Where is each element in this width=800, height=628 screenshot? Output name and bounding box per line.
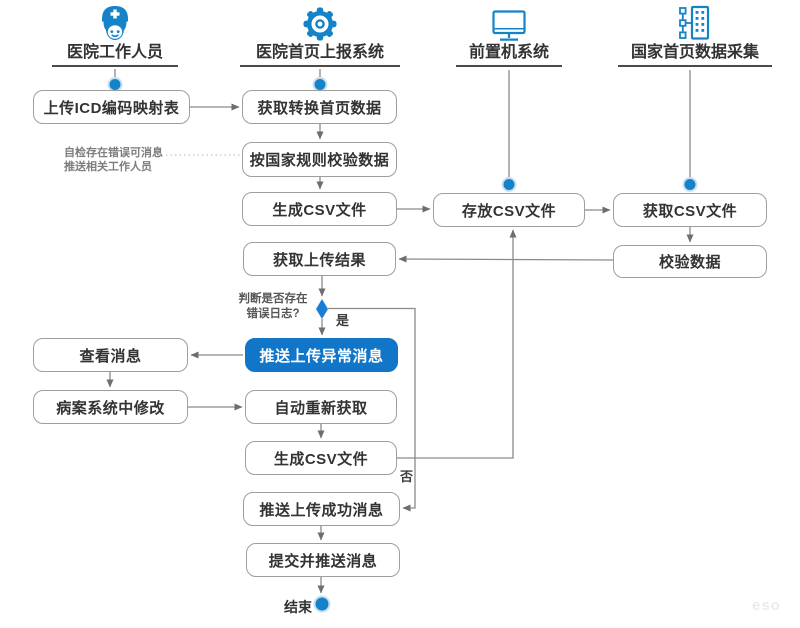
edge-label-no: 否 — [400, 469, 414, 484]
end-label: 结束 — [284, 599, 312, 615]
decision-question-label: 判断是否存在 错误日志? — [231, 292, 315, 322]
edge-decision-pushsuccess-no — [328, 307, 416, 512]
node-push-error-message: 推送上传异常消息 — [245, 338, 398, 372]
node-fix-in-mrs: 病案系统中修改 — [33, 390, 188, 424]
lane-header-hospital-report-system: 医院首页上报系统 — [240, 44, 400, 67]
edge-validatedata-getresult — [398, 255, 614, 263]
node-view-message: 查看消息 — [33, 338, 188, 372]
node-get-upload-result: 获取上传结果 — [243, 242, 396, 276]
node-fetch-convert: 获取转换首页数据 — [242, 90, 397, 124]
node-generate-csv-1: 生成CSV文件 — [242, 192, 397, 226]
node-upload-icd: 上传ICD编码映射表 — [33, 90, 190, 124]
self-check-note: 自检存在错误可消息 推送相关工作人员 — [64, 146, 163, 174]
decision-diamond — [316, 299, 328, 319]
lane-header-national-data-collection: 国家首页数据采集 — [618, 44, 772, 67]
node-fetch-csv: 获取CSV文件 — [613, 193, 767, 227]
lane-national-start-circle — [682, 177, 698, 192]
lane-front-machine-start-circle — [501, 177, 517, 192]
decision-question-line1: 判断是否存在 — [238, 293, 308, 305]
monitor-icon — [491, 9, 527, 48]
nurse-icon — [97, 3, 133, 48]
node-store-csv: 存放CSV文件 — [433, 193, 585, 227]
lane-header-front-machine: 前置机系统 — [456, 44, 562, 67]
edge-label-yes: 是 — [336, 313, 350, 328]
node-validate-data: 校验数据 — [613, 245, 767, 278]
node-generate-csv-2: 生成CSV文件 — [245, 441, 397, 475]
end-circle — [313, 595, 331, 613]
watermark-text: eso — [752, 597, 781, 614]
edge-gencsv2-storecsv — [397, 229, 517, 459]
gear-icon — [302, 6, 338, 47]
lane-header-hospital-staff: 医院工作人员 — [52, 44, 178, 67]
node-submit-and-push: 提交并推送消息 — [246, 543, 400, 577]
self-check-note-line1: 自检存在错误可消息 — [64, 147, 163, 159]
self-check-note-line2: 推送相关工作人员 — [64, 161, 152, 173]
node-validate-rules: 按国家规则校验数据 — [242, 142, 397, 177]
node-auto-refetch: 自动重新获取 — [245, 390, 397, 424]
decision-question-line2: 错误日志? — [246, 308, 300, 320]
data-collection-icon — [677, 4, 713, 47]
node-push-success-message: 推送上传成功消息 — [243, 492, 400, 526]
